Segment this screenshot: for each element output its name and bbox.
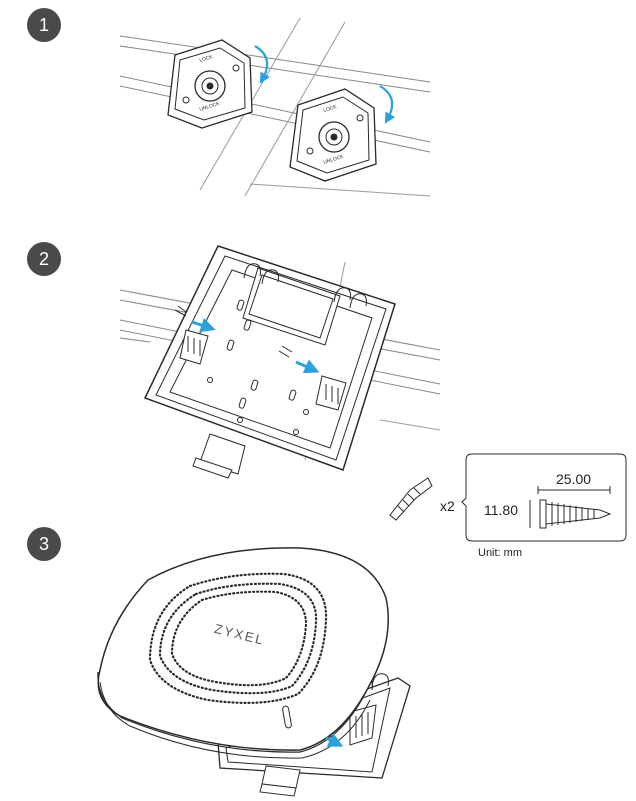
unit-caption: Unit: mm xyxy=(478,547,522,559)
screw-specification: x2 25.00 11.80 Unit: mm xyxy=(389,453,627,559)
push-arrow-icon xyxy=(191,318,216,333)
clip-left-lock-label: LOCK xyxy=(199,54,214,64)
ceiling-clip-left: LOCK UNLOCK xyxy=(167,39,253,129)
push-arrow-icon xyxy=(295,359,320,374)
step-2-illustration xyxy=(119,245,441,479)
clip-right-lock-label: LOCK xyxy=(323,104,338,114)
step-2-badge: 2 xyxy=(27,242,61,276)
screw-quantity: x2 xyxy=(440,498,455,514)
step-3-number: 3 xyxy=(38,533,49,554)
step-3-badge: 3 xyxy=(27,527,61,561)
ceiling-clip-right: LOCK UNLOCK xyxy=(289,88,377,182)
screw-length-value: 25.00 xyxy=(556,471,591,487)
rotate-arrow-icon xyxy=(379,85,396,124)
rotate-arrow-icon xyxy=(254,45,271,84)
step-1-number: 1 xyxy=(38,14,49,35)
step-1-illustration: LOCK UNLOCK LOCK UNLOCK xyxy=(119,17,431,197)
step-3-illustration: ZYXEL xyxy=(97,547,411,797)
screw-diameter-value: 11.80 xyxy=(484,502,518,518)
step-1-badge: 1 xyxy=(27,8,61,42)
step-2-number: 2 xyxy=(38,248,49,269)
screw-profile-drawing xyxy=(539,499,612,529)
screw-icon xyxy=(389,477,433,521)
push-arrow-icon xyxy=(325,733,344,747)
mounting-bracket xyxy=(143,245,396,479)
